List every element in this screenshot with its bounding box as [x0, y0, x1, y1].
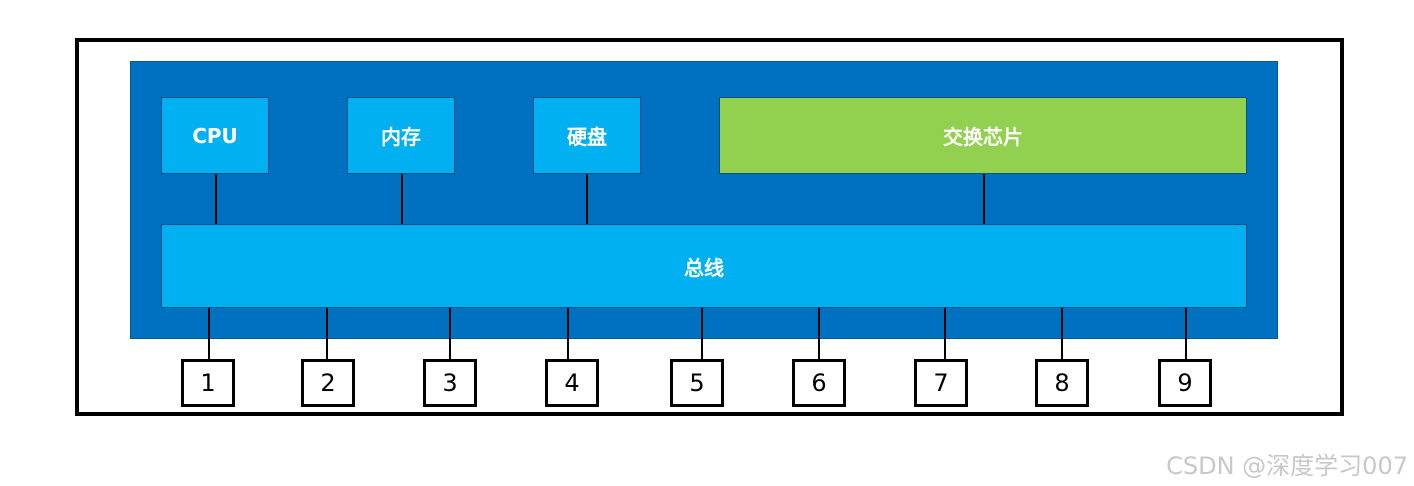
- port-8: 8: [1035, 359, 1089, 407]
- watermark-text: CSDN @深度学习007: [1166, 452, 1408, 480]
- port-6: 6: [792, 359, 846, 407]
- port-5-connector: [701, 308, 703, 359]
- port-5: 5: [670, 359, 724, 407]
- port-4-connector: [567, 308, 569, 359]
- system-bus: 总线: [161, 224, 1247, 308]
- memory-label: 内存: [381, 125, 421, 149]
- port-1: 1: [181, 359, 235, 407]
- port-1-connector: [208, 308, 210, 359]
- port-2-connector: [326, 308, 328, 359]
- cpu-label: CPU: [192, 123, 238, 148]
- port-7-label: 7: [933, 369, 949, 397]
- port-4: 4: [545, 359, 599, 407]
- cpu-box: CPU: [161, 97, 269, 174]
- cpu-bus-connector: [215, 174, 217, 224]
- bus-label: 总线: [684, 255, 724, 280]
- disk-bus-connector: [586, 174, 588, 224]
- port-8-label: 8: [1054, 369, 1070, 397]
- port-1-label: 1: [200, 369, 216, 397]
- port-7-connector: [944, 308, 946, 359]
- port-8-connector: [1061, 308, 1063, 359]
- port-2-label: 2: [320, 369, 336, 397]
- memory-bus-connector: [401, 174, 403, 224]
- memory-box: 内存: [347, 97, 455, 174]
- port-3-connector: [449, 308, 451, 359]
- port-6-label: 6: [811, 369, 827, 397]
- port-3: 3: [423, 359, 477, 407]
- port-9: 9: [1158, 359, 1212, 407]
- disk-label: 硬盘: [567, 125, 607, 149]
- port-5-label: 5: [689, 369, 705, 397]
- port-9-connector: [1185, 308, 1187, 359]
- port-7: 7: [914, 359, 968, 407]
- switch-chip-label: 交换芯片: [943, 125, 1023, 149]
- port-9-label: 9: [1177, 369, 1193, 397]
- disk-box: 硬盘: [533, 97, 641, 174]
- port-6-connector: [818, 308, 820, 359]
- switch-chip-box: 交换芯片: [719, 97, 1247, 174]
- switch-chip-bus-connector: [983, 174, 985, 224]
- port-3-label: 3: [442, 369, 458, 397]
- port-4-label: 4: [564, 369, 580, 397]
- port-2: 2: [301, 359, 355, 407]
